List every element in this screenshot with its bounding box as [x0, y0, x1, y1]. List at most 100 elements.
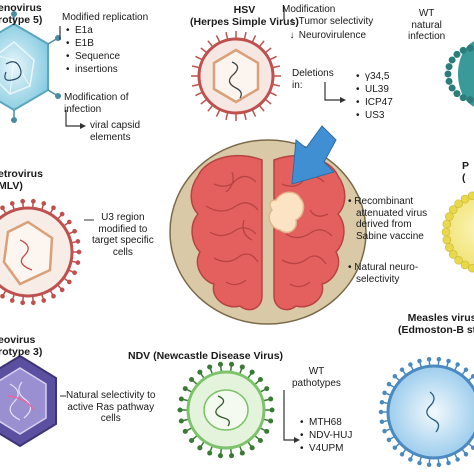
spike-knob — [9, 298, 15, 303]
deletions-label: Deletions in: — [292, 68, 334, 91]
spike-knob — [228, 361, 235, 367]
ndv-illustration — [177, 361, 275, 459]
hsv-modification-label: Modification — [282, 4, 336, 15]
spike-knob — [264, 428, 270, 434]
hsv-illustration — [191, 31, 281, 121]
polio-bullet-2: • Natural neuro- selectivity — [348, 262, 419, 285]
measles-title: Measles virus (Edmoston-B stra — [398, 312, 474, 337]
ndv-strains-list: MTH68 NDV-HUJ V4UPM — [300, 416, 352, 455]
target-arrow — [291, 125, 337, 185]
retrovirus-illustration — [0, 198, 82, 306]
spike-knob — [189, 437, 195, 444]
spike-knob — [463, 367, 469, 372]
capsid-bead — [459, 46, 467, 54]
capsid-bead — [460, 260, 470, 270]
ras-pathway-label: Natural selectivity to active Ras pathwa… — [66, 390, 156, 424]
spike-knob — [182, 386, 188, 392]
adenovirus-replication-list: E1a E1B Sequence insertions — [66, 24, 120, 76]
spike-knob — [178, 418, 184, 424]
spike-knob — [51, 293, 56, 299]
down-arrow-icon: ↓ — [289, 30, 295, 41]
spike-knob — [426, 356, 432, 362]
spike-knob — [30, 198, 36, 204]
spike-knob — [178, 396, 184, 402]
capsid-bead — [445, 77, 453, 85]
spike-knob — [177, 407, 183, 413]
adenovirus-title: enovirus rotype 5) — [0, 2, 43, 27]
vaccinia-illustration — [444, 41, 474, 107]
spike-knob — [436, 356, 442, 362]
capsid-bead — [453, 50, 461, 58]
spike-knob — [41, 201, 47, 206]
spike-knob — [0, 293, 5, 299]
poliovirus-illustration — [441, 191, 474, 273]
reovirus-title: eovirus rotype 3) — [0, 334, 43, 359]
capsid-bead — [459, 94, 467, 102]
spike-knob — [446, 460, 451, 466]
spike-knob — [59, 287, 65, 293]
capsid-bead — [466, 44, 474, 52]
polio-bullet-1: • Recombinant attenuated virus derived f… — [348, 196, 428, 242]
spike-knob — [197, 369, 203, 375]
spike-knob — [72, 270, 77, 276]
reovirus-illustration — [0, 354, 57, 448]
capsid-bead — [441, 227, 451, 237]
spike-knob — [76, 249, 82, 255]
capsid-arrow — [65, 110, 80, 127]
spike-knob — [426, 462, 432, 468]
u3-region-label: U3 region modified to target specific ce… — [92, 212, 154, 258]
hsv-title: HSV (Herpes Simple Virus) — [190, 4, 299, 29]
capsid-bead — [467, 191, 474, 201]
brain-illustration — [169, 139, 367, 325]
spike-knob — [72, 228, 77, 234]
spike-knob — [75, 260, 81, 265]
spike-knob — [41, 298, 47, 303]
spike-knob — [0, 205, 5, 211]
neurovirulence-label: ↓ Neurovirulence — [289, 30, 367, 41]
retrovirus-title: etrovirus MLV) — [0, 168, 43, 193]
spike-knob — [217, 361, 224, 367]
ndv-title: NDV (Newcastle Disease Virus) — [128, 350, 284, 362]
spike-knob — [249, 445, 255, 451]
spike-knob — [392, 445, 398, 450]
capsid-bead — [448, 205, 458, 214]
capsid-bead — [460, 194, 470, 204]
spike-knob — [463, 452, 469, 457]
capsid-bead — [454, 255, 463, 265]
spike-knob — [382, 428, 387, 434]
spike-knob — [20, 300, 26, 306]
spike-knob — [257, 376, 263, 383]
spike-knob — [66, 279, 72, 285]
spike-knob — [382, 390, 387, 396]
spike-knob — [399, 367, 405, 372]
capsid-bead — [445, 63, 453, 71]
spike-knob — [386, 381, 392, 387]
vaccinia-label: WT natural infection — [408, 8, 446, 42]
capsid-bead — [454, 199, 463, 209]
spike-knob — [268, 396, 274, 402]
spike-knob — [66, 219, 72, 225]
spike-knob — [392, 374, 398, 379]
spike-knob — [51, 205, 56, 211]
spike-knob — [399, 452, 405, 457]
spike-knob — [470, 374, 474, 379]
capsid-bead — [448, 250, 458, 259]
spike-knob — [455, 362, 460, 367]
capsid-bead — [448, 56, 456, 64]
spike-knob — [378, 409, 384, 415]
spike-knob — [379, 419, 385, 424]
spike-knob — [436, 462, 442, 468]
modified-replication-label: Modified replication — [62, 12, 149, 23]
spike-knob — [228, 453, 235, 459]
spike-knob — [59, 211, 65, 217]
capsid-bead — [442, 219, 452, 229]
deletions-arrow — [324, 82, 340, 101]
spike-knob — [455, 457, 460, 462]
spike-knob — [249, 369, 255, 375]
capsid-bead — [444, 212, 454, 221]
up-arrow-icon: ↑ — [289, 16, 295, 27]
measles-illustration — [378, 356, 474, 468]
spike-knob — [182, 428, 188, 434]
adenovirus-illustration — [0, 11, 61, 123]
